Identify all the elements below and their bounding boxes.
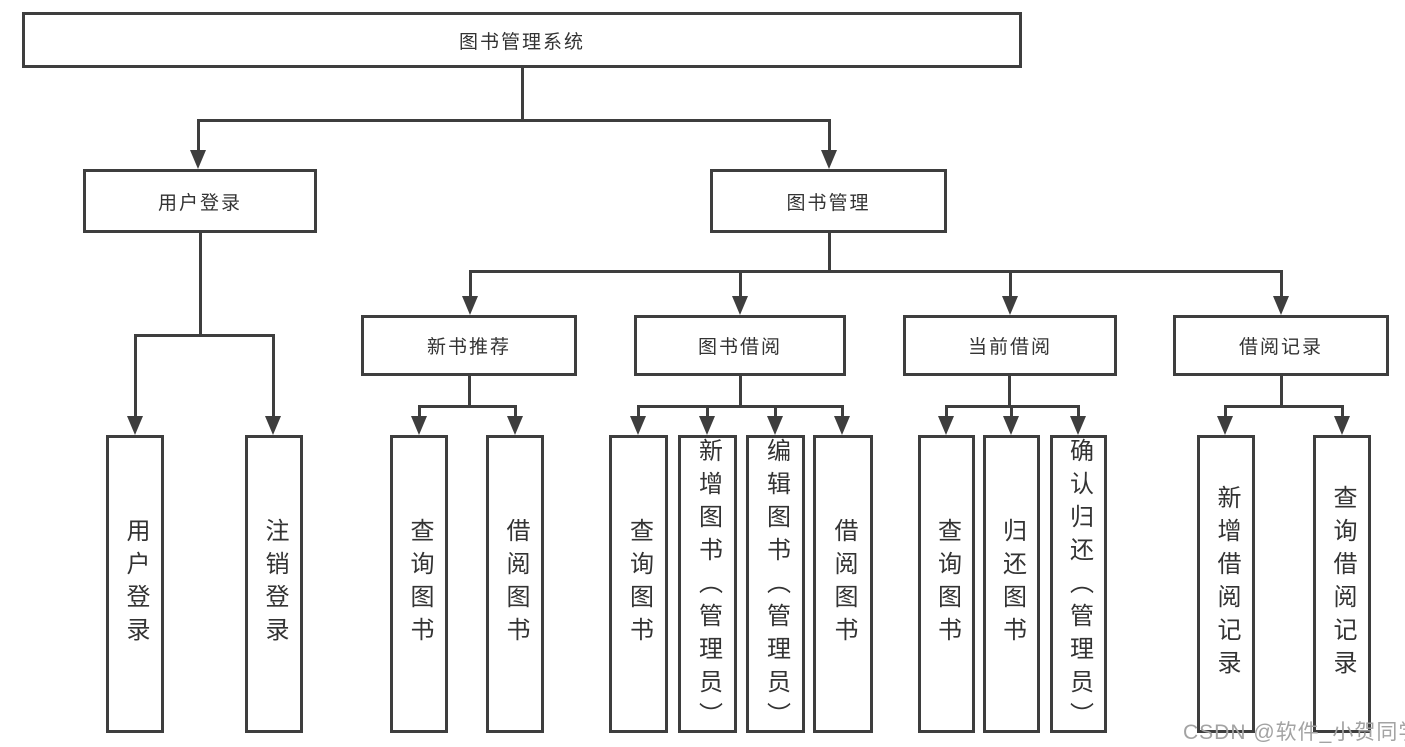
connector-new-books-stem	[468, 376, 471, 408]
arrowhead-cb-query	[938, 416, 954, 435]
leaf-cb-return-books-label: 归还图书	[998, 518, 1026, 650]
arrowhead-book-mgmt	[821, 150, 837, 169]
arrowhead-cb-confirm	[1070, 416, 1086, 435]
arrowhead-bb-borrow	[834, 416, 850, 435]
connector-drop-bb-add	[706, 405, 709, 418]
connector-drop-new-books	[469, 270, 472, 298]
leaf-bb-borrow-books-label: 借阅图书	[830, 518, 857, 650]
node-borrow-records: 借阅记录	[1173, 315, 1389, 376]
node-root-label: 图书管理系统	[458, 31, 585, 53]
leaf-user-login-label: 用户登录	[122, 518, 149, 650]
leaf-bb-edit-books-admin: 编辑图书（管理员）	[746, 435, 805, 735]
connector-drop-leaf-logout	[272, 334, 275, 418]
arrowhead-current-borrow	[1002, 296, 1018, 315]
connector-root-hbar	[197, 119, 831, 122]
connector-user-login-stem	[199, 233, 202, 337]
leaf-bb-query-books: 查询图书	[609, 435, 668, 733]
node-user-login-label: 用户登录	[157, 192, 242, 214]
arrowhead-user-login	[190, 150, 206, 169]
leaf-cb-confirm-return-admin-label: 确认归还（管理员）	[1065, 438, 1093, 735]
connector-drop-bb-edit	[774, 405, 777, 418]
leaf-bb-borrow-books: 借阅图书	[813, 435, 873, 733]
leaf-br-query-record-label: 查询借阅记录	[1329, 485, 1356, 683]
leaf-cb-query-books: 查询图书	[918, 435, 975, 733]
leaf-cb-confirm-return-admin: 确认归还（管理员）	[1050, 435, 1107, 735]
leaf-bb-add-books-admin: 新增图书（管理员）	[678, 435, 737, 735]
connector-drop-bb-borrow	[841, 405, 844, 418]
connector-book-borrow-stem	[739, 376, 742, 408]
node-user-login: 用户登录	[83, 169, 317, 233]
leaf-bb-add-books-admin-label: 新增图书（管理员）	[694, 438, 722, 735]
connector-borrow-records-hbar	[1224, 405, 1342, 408]
node-borrow-records-label: 借阅记录	[1238, 337, 1323, 358]
csdn-watermark: CSDN @软件_小贺同学	[1183, 721, 1405, 744]
connector-drop-cb-query	[945, 405, 948, 418]
connector-drop-cb-return	[1010, 405, 1013, 418]
connector-drop-borrow-records	[1280, 270, 1283, 298]
connector-new-books-hbar	[418, 405, 517, 408]
connector-drop-nb-borrow	[514, 405, 517, 418]
leaf-nb-borrow-books: 借阅图书	[486, 435, 544, 733]
connector-current-borrow-stem	[1008, 376, 1011, 408]
arrowhead-br-add	[1217, 416, 1233, 435]
arrowhead-bb-edit	[767, 416, 783, 435]
arrowhead-bb-add	[699, 416, 715, 435]
connector-book-mgmt-hbar	[469, 270, 1283, 273]
connector-drop-book-borrow	[739, 270, 742, 298]
node-current-borrow-label: 当前借阅	[967, 337, 1052, 358]
leaf-br-query-record: 查询借阅记录	[1313, 435, 1371, 733]
arrowhead-book-borrow	[732, 296, 748, 315]
leaf-logout-label: 注销登录	[261, 518, 288, 650]
arrowhead-new-books	[462, 296, 478, 315]
arrowhead-leaf-logout	[265, 416, 281, 435]
leaf-user-login: 用户登录	[106, 435, 164, 733]
connector-drop-book-mgmt	[828, 119, 831, 152]
arrowhead-borrow-records	[1273, 296, 1289, 315]
connector-drop-bb-query	[637, 405, 640, 418]
connector-drop-cb-confirm	[1077, 405, 1080, 418]
leaf-bb-query-books-label: 查询图书	[625, 518, 653, 650]
connector-drop-leaf-user-login	[134, 334, 137, 418]
node-book-borrow-label: 图书借阅	[697, 337, 782, 358]
connector-root-stem	[521, 68, 524, 122]
leaf-logout: 注销登录	[245, 435, 303, 733]
leaf-br-add-record-label: 新增借阅记录	[1213, 485, 1240, 683]
arrowhead-nb-borrow	[507, 416, 523, 435]
connector-borrow-records-stem	[1280, 376, 1283, 408]
node-new-books: 新书推荐	[361, 315, 577, 376]
arrowhead-leaf-user-login	[127, 416, 143, 435]
arrowhead-cb-return	[1003, 416, 1019, 435]
connector-drop-nb-query	[418, 405, 421, 418]
node-new-books-label: 新书推荐	[426, 337, 511, 358]
arrowhead-nb-query	[411, 416, 427, 435]
connector-user-login-hbar	[134, 334, 275, 337]
node-book-mgmt: 图书管理	[710, 169, 947, 233]
leaf-bb-edit-books-admin-label: 编辑图书（管理员）	[762, 438, 790, 735]
arrowhead-bb-query	[630, 416, 646, 435]
leaf-br-add-record: 新增借阅记录	[1197, 435, 1255, 733]
node-book-borrow: 图书借阅	[634, 315, 846, 376]
connector-drop-user-login	[197, 119, 200, 152]
leaf-nb-query-books: 查询图书	[390, 435, 448, 733]
connector-book-borrow-hbar	[637, 405, 844, 408]
connector-drop-br-query	[1341, 405, 1344, 418]
arrowhead-br-query	[1334, 416, 1350, 435]
leaf-cb-query-books-label: 查询图书	[933, 518, 961, 650]
node-current-borrow: 当前借阅	[903, 315, 1117, 376]
leaf-nb-query-books-label: 查询图书	[406, 518, 433, 650]
leaf-nb-borrow-books-label: 借阅图书	[502, 518, 529, 650]
node-book-mgmt-label: 图书管理	[786, 192, 871, 214]
connector-drop-br-add	[1224, 405, 1227, 418]
leaf-cb-return-books: 归还图书	[983, 435, 1040, 733]
connector-book-mgmt-stem	[828, 233, 831, 273]
connector-drop-current-borrow	[1009, 270, 1012, 298]
node-root: 图书管理系统	[22, 12, 1022, 68]
